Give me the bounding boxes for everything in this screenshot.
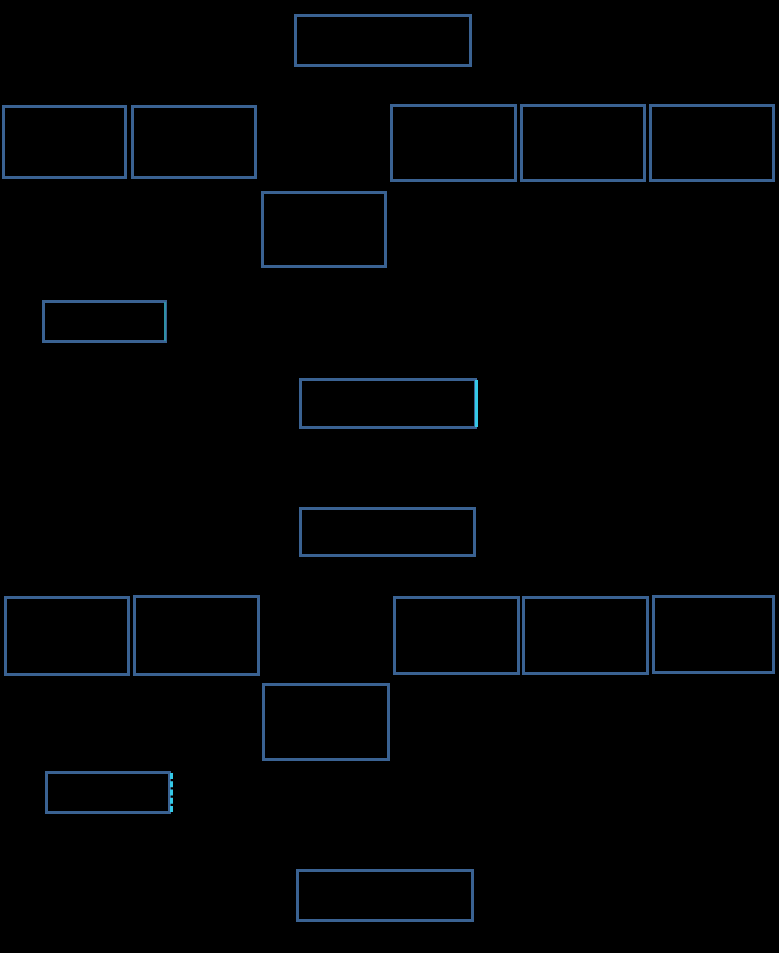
s2-left-box-2[interactable]	[133, 595, 260, 676]
s1-right-box-3[interactable]	[649, 104, 775, 182]
s1-left-box-1[interactable]	[2, 105, 127, 179]
s1-left-box-2[interactable]	[131, 105, 257, 179]
s1-right-box-2[interactable]	[520, 104, 646, 182]
s1-right-box-1[interactable]	[390, 104, 517, 182]
s2-small-box[interactable]	[45, 771, 173, 814]
s2-wide-box-top[interactable]	[299, 507, 476, 557]
s2-center-box[interactable]	[262, 683, 390, 761]
s1-small-box[interactable]	[42, 300, 167, 343]
s2-left-box-1[interactable]	[4, 596, 130, 676]
s2-right-box-2[interactable]	[522, 596, 649, 675]
s2-right-box-3[interactable]	[652, 595, 775, 674]
s2-right-box-1[interactable]	[393, 596, 520, 675]
selection-accent	[164, 302, 166, 341]
s1-header-box[interactable]	[294, 14, 472, 67]
s2-bottom-box[interactable]	[296, 869, 474, 922]
selection-accent	[475, 380, 478, 427]
s1-center-box[interactable]	[261, 191, 387, 268]
selection-accent	[170, 773, 173, 812]
s1-wide-box[interactable]	[299, 378, 478, 429]
